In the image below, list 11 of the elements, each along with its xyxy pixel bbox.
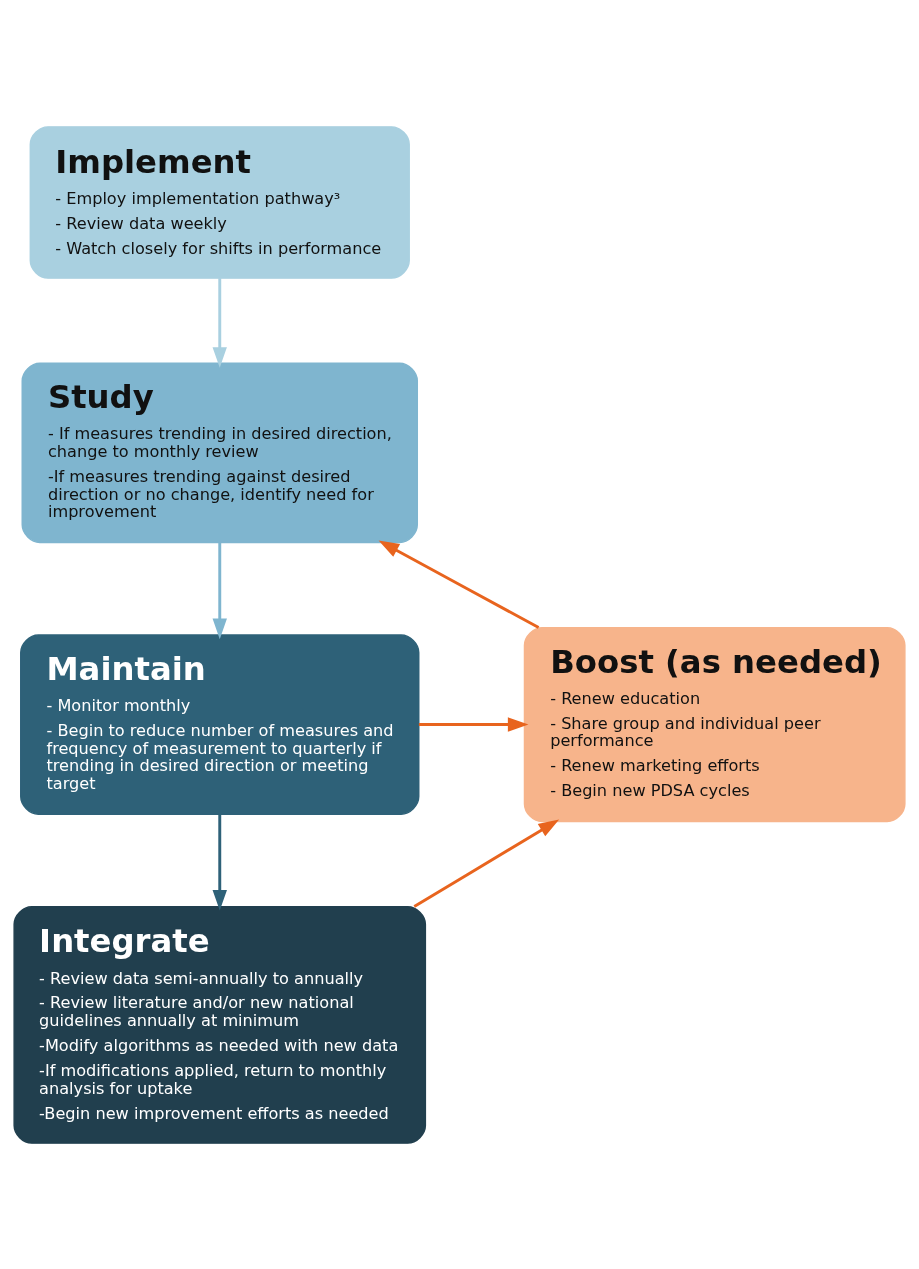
arrow (418, 716, 529, 732)
arrow (212, 277, 227, 368)
node-box: Study - If measures trending in desired direction, change to monthly review -If measures trending against desired direction or no change, identify need for improvement (21, 362, 418, 543)
node-box: Implement - Employ implementation pathway³ - Review data weekly - Watch closely for shifts in performance (29, 125, 410, 279)
arrow (212, 542, 227, 639)
arrow (212, 813, 227, 911)
arrow (413, 819, 560, 908)
node-box: Integrate - Review data semi-annually to annually - Review literature and/or new national guidelines annually at minimum -Modify algorithms as needed with new data -If modifications applied, return to monthly analysis for uptake -Begin new improvement efforts as needed (13, 905, 427, 1144)
node-box: Boost (as needed) - Renew education - Share group and individual peer performance - Renew marketing efforts - Begin new PDSA cycles (523, 626, 906, 822)
arrow (378, 540, 540, 629)
node-box: Maintain - Monitor monthly - Begin to reduce number of measures and frequency of measurement to quarterly if trending in desired direction or meeting target (20, 633, 420, 815)
